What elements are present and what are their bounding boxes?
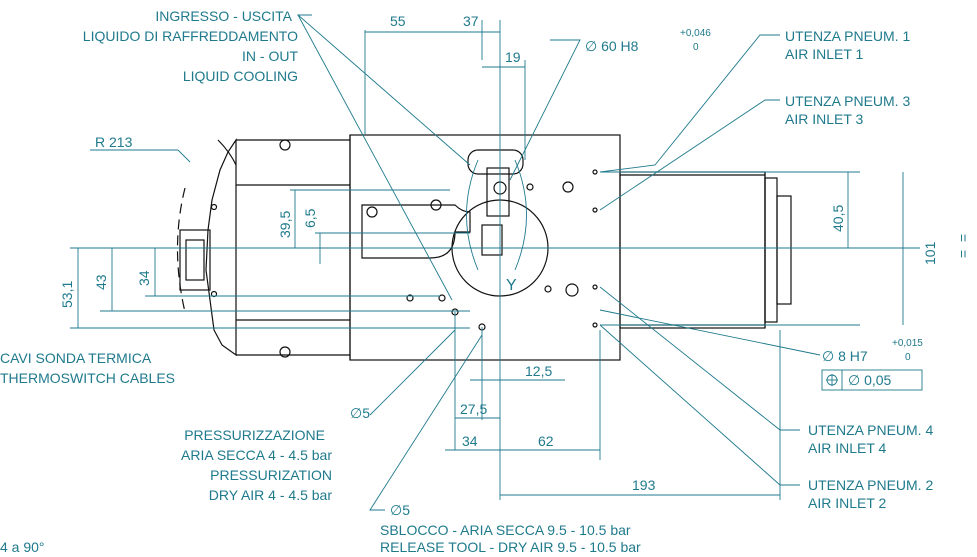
- phi5-a: ∅5: [350, 405, 370, 421]
- pressur-line-3: PRESSURIZATION: [210, 467, 332, 483]
- cavi-line-2: THERMOSWITCH CABLES: [0, 370, 175, 386]
- bolt-7: [526, 183, 534, 191]
- pressur-line-1: PRESSURIZZAZIONE: [184, 427, 325, 443]
- y-axis-label: Y: [506, 277, 517, 294]
- dim-6-5-text: 6,5: [302, 208, 318, 228]
- dim-27-5-text: 27,5: [460, 401, 487, 417]
- left-connector: [179, 229, 211, 291]
- dimension-lines: [70, 14, 923, 511]
- bolt-5: [406, 294, 414, 302]
- bottom-left-note: 4 a 90°: [0, 539, 45, 555]
- dim-43-text: 43: [93, 274, 109, 290]
- utenza2-line-2: AIR INLET 2: [808, 495, 887, 511]
- flange-hole-1: [210, 203, 218, 211]
- plate-hole-a: [366, 206, 378, 218]
- lever: [467, 149, 524, 175]
- y-arc-left: [466, 159, 479, 271]
- dim-62-text: 62: [538, 433, 554, 449]
- dim-55: 55: [390, 13, 406, 29]
- r213-arc: [176, 187, 186, 313]
- leader-utenza3: [599, 99, 780, 211]
- ingresso-line-3: IN - OUT: [242, 48, 298, 64]
- annotations: INGRESSO - USCITA LIQUIDO DI RAFFREDDAME…: [0, 8, 933, 555]
- utenza1-line-2: AIR INLET 1: [785, 46, 864, 62]
- pressur-line-4: DRY AIR 4 - 4.5 bar: [209, 487, 333, 503]
- left-connector-inner: [185, 239, 205, 281]
- threaded-part: [481, 224, 503, 256]
- leader-phi60: [509, 39, 581, 181]
- leader-utenza1: [599, 34, 780, 173]
- leader-phi5-b: [369, 334, 483, 511]
- utenza4-line-1: UTENZA PNEUM. 4: [808, 422, 933, 438]
- utenza3-line-2: AIR INLET 3: [785, 111, 864, 127]
- y-arc-right: [514, 159, 527, 271]
- cavi-line-1: CAVI SONDA TERMICA: [0, 350, 152, 366]
- bolt-4: [565, 283, 579, 297]
- radius-label: R 213: [95, 134, 133, 150]
- pressur-line-2: ARIA SECCA 4 - 4.5 bar: [181, 447, 332, 463]
- plate-hole-b: [430, 199, 442, 211]
- dim-34-v-text: 34: [136, 270, 152, 286]
- leader-utenza4: [599, 286, 800, 431]
- utenza2-line-1: UTENZA PNEUM. 2: [808, 477, 933, 493]
- sblocco-line-2: RELEASE TOOL - DRY AIR 9.5 - 10.5 bar: [380, 539, 641, 555]
- ingresso-line-4: LIQUID COOLING: [183, 68, 298, 84]
- flange-hole-2: [210, 290, 218, 298]
- bolt-2: [279, 346, 291, 358]
- utenza1-line-1: UTENZA PNEUM. 1: [785, 28, 910, 44]
- right-cylinder: [619, 171, 766, 329]
- leader-phi8: [599, 309, 821, 356]
- ingresso-line-1: INGRESSO - USCITA: [155, 8, 292, 24]
- leader-ingresso-2: [297, 14, 453, 301]
- left-flange: [205, 138, 237, 357]
- dim-37: 37: [463, 13, 479, 29]
- phi8-label: ∅ 8 H7: [822, 348, 868, 364]
- dim-34-h-text: 34: [462, 433, 478, 449]
- equal-sign: =: [955, 250, 971, 258]
- dim-19-text: 19: [505, 49, 521, 65]
- dim-101-text: 101: [922, 241, 938, 265]
- utenza3-line-1: UTENZA PNEUM. 3: [785, 93, 910, 109]
- hole-p1: [592, 169, 598, 175]
- dim-193-text: 193: [632, 477, 656, 493]
- bolt-6: [438, 294, 446, 302]
- leader-ingresso-1: [296, 14, 471, 166]
- dim-12-5-text: 12,5: [525, 363, 552, 379]
- dim-53-1-text: 53,1: [59, 281, 75, 308]
- sblocco-line-1: SBLOCCO - ARIA SECCA 9.5 - 10.5 bar: [380, 522, 631, 538]
- phi60-tol-up: +0,046: [680, 28, 711, 39]
- lever-stem: [486, 167, 510, 217]
- leader-r213: [177, 149, 191, 163]
- hole-p4: [592, 284, 598, 290]
- phi60-tol-low: 0: [693, 42, 699, 53]
- dimension-values: 55 37 19 39,5 6,5 53,1 43 34 40,5 101 = …: [59, 13, 971, 493]
- hole-p3: [592, 207, 598, 213]
- right-end: [776, 195, 792, 305]
- leader-phi5-a: [369, 329, 456, 416]
- dim-39-5-text: 39,5: [277, 211, 293, 238]
- ingresso-line-2: LIQUIDO DI RAFFREDDAMENTO: [83, 28, 298, 44]
- bolt-1: [279, 139, 291, 151]
- right-cap: [764, 177, 778, 323]
- phi60-label: ∅ 60 H8: [585, 38, 639, 54]
- utenza4-line-2: AIR INLET 4: [808, 440, 887, 456]
- bolt-8: [544, 285, 552, 293]
- bolt-3: [562, 181, 574, 193]
- tolerance-frame: [821, 369, 923, 391]
- dim-40-5-text: 40,5: [830, 205, 846, 232]
- body-outline: [176, 134, 792, 361]
- phi8-tol-low: 0: [905, 352, 911, 363]
- leader-utenza2: [599, 324, 800, 486]
- equal-sign-2: =: [955, 234, 971, 242]
- phi5-b: ∅5: [390, 502, 410, 518]
- flange-arc: [217, 139, 237, 166]
- phi8-tol-up: +0,015: [892, 338, 923, 349]
- internal-plate: [361, 204, 471, 259]
- tolerance-value: ∅ 0,05: [848, 372, 892, 388]
- hole-p2: [592, 322, 598, 328]
